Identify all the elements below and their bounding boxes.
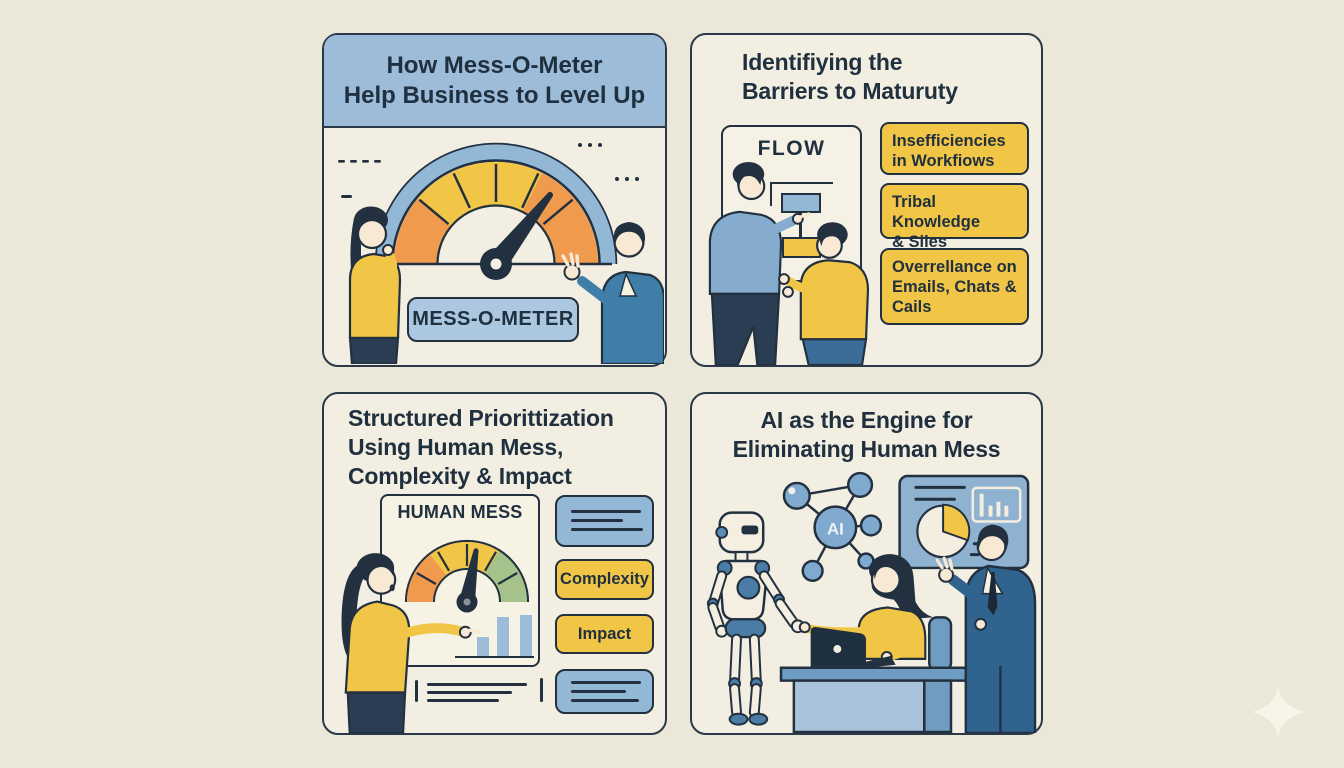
pointing-woman-figure (341, 553, 482, 733)
barrier-item-overreliance: Overrellance on Emails, Chats & Cails (880, 248, 1029, 325)
panel-prioritization: Structured Priorittization Using Human M… (322, 392, 667, 735)
human-mess-gauge-and-bars (404, 539, 534, 658)
panel3-title: Structured Priorittization Using Human M… (348, 405, 614, 489)
flow-board-label: FLOW (757, 137, 826, 160)
presentation-board (898, 474, 1030, 570)
gauge (374, 142, 618, 280)
text-line (571, 699, 639, 702)
barriers-people-illustration (708, 161, 870, 365)
robot-figure (706, 511, 805, 726)
left-man-figure (708, 161, 811, 365)
right-man-figure (778, 222, 870, 365)
handshake-hands (798, 621, 811, 634)
necktie (987, 571, 998, 616)
laptop (810, 627, 896, 668)
desk (779, 666, 968, 733)
ai-node-label: AI (827, 519, 844, 538)
text-line (427, 683, 527, 686)
barrier-item-tribal-knowledge: Tribal Knowledge & Siles (880, 183, 1029, 251)
mess-o-meter-illustration (338, 142, 664, 364)
decorative-dashes (338, 143, 639, 198)
ai-node (813, 505, 858, 550)
office-chair (928, 616, 953, 672)
man-figure (561, 222, 664, 364)
text-line (571, 510, 641, 513)
panel-ai-engine: AI as the Engine for Eliminating Human M… (690, 392, 1043, 735)
presenter-man-figure (935, 524, 1037, 733)
robot-legs (728, 633, 769, 726)
seated-woman-figure (798, 554, 934, 663)
woman-figure (348, 206, 402, 364)
text-line-tick (540, 678, 543, 702)
flowchart-connector (799, 213, 802, 237)
tag-complexity: Complexity (555, 559, 654, 600)
panel-barriers: Identifiying the Barriers to Maturuty FL… (690, 33, 1043, 367)
text-line (571, 519, 623, 522)
text-line (571, 528, 643, 531)
small-gauge (404, 539, 530, 613)
pie-chart (916, 503, 971, 559)
robot-chest (736, 575, 761, 600)
robot-arms (706, 570, 805, 638)
bar-chart-widget (971, 486, 1022, 523)
text-line (571, 690, 626, 693)
note-box-top (555, 495, 654, 547)
small-gauge-ticks (416, 544, 518, 585)
gauge-ticks (418, 164, 574, 226)
tag-impact: Impact (555, 614, 654, 654)
panel1-title: How Mess-O-Meter Help Business to Level … (324, 35, 665, 128)
sparkle-icon (1252, 686, 1304, 738)
text-line (427, 699, 499, 702)
pointing-woman-illustration (341, 553, 482, 733)
panel4-title: AI as the Engine for Eliminating Human M… (732, 407, 1001, 462)
panel-mess-o-meter: How Mess-O-Meter Help Business to Level … (322, 33, 667, 367)
human-mess-label: HUMAN MESS (397, 502, 523, 522)
ai-network: AI (782, 471, 883, 583)
open-mouth (389, 584, 395, 592)
text-line-tick (415, 680, 418, 702)
flowchart-node-blue (781, 193, 821, 213)
panel2-title: Identifiying the Barriers to Maturuty (742, 49, 958, 104)
ai-engine-illustration: AI (706, 471, 1037, 733)
robot-ear (715, 525, 729, 539)
robot-eye (741, 525, 759, 535)
text-line (571, 681, 641, 684)
text-line (427, 691, 512, 694)
barrier-item-inefficiencies: Insefficiencies in Workfiows (880, 122, 1029, 175)
flowchart-bracket-line (770, 182, 833, 206)
mess-o-meter-label: MESS-O-METER (407, 297, 579, 342)
note-box-bottom (555, 669, 654, 714)
mini-bar-chart (455, 615, 534, 658)
